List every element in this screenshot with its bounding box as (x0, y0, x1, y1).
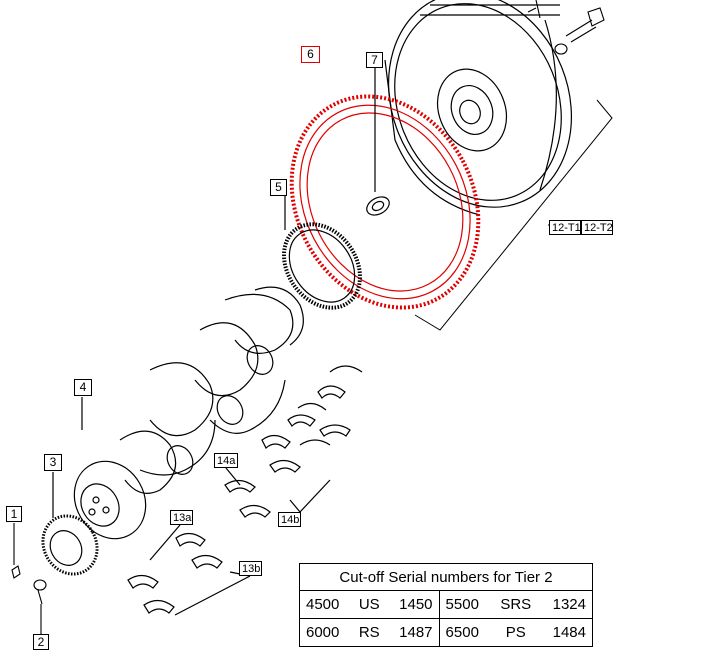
callout-7: 7 (366, 52, 383, 68)
serial-code: SRS (500, 596, 532, 613)
crankshaft (73, 286, 304, 540)
table-row: 4500 US 1450 5500 SRS 1324 (299, 590, 594, 619)
callout-12-t1: 12-T1 (549, 220, 581, 235)
serial-code: PS (505, 624, 526, 641)
serial-number: 1487 (399, 624, 433, 641)
serial-number: 1450 (399, 596, 433, 613)
serial-number: 1324 (552, 596, 586, 613)
table-cell: 5500 SRS 1324 (438, 590, 594, 619)
callout-3: 3 (44, 454, 62, 471)
flywheel-bolt (527, 0, 605, 55)
callout-14b: 14b (278, 512, 301, 527)
callout-6: 6 (301, 46, 320, 63)
pilot-bearing (366, 68, 390, 216)
main-bearings-14 (224, 365, 363, 518)
serial-code: US (358, 596, 380, 613)
flywheel (384, 0, 573, 216)
crankshaft-gear-3 (41, 472, 99, 576)
ring-gear (289, 94, 481, 310)
serial-model: 6000 (306, 624, 340, 641)
rod-bearings-13 (127, 524, 251, 616)
serial-number: 1484 (552, 624, 586, 641)
serial-cutoff-table: Cut-off Serial numbers for Tier 2 4500 U… (299, 563, 594, 647)
serial-model: 5500 (445, 596, 479, 613)
table-row: 6000 RS 1487 6500 PS 1484 (299, 618, 594, 647)
table-cell: 6000 RS 1487 (299, 618, 440, 647)
flywheel-bracket-line (414, 99, 613, 331)
callout-4: 4 (74, 379, 92, 396)
table-cell: 4500 US 1450 (299, 590, 440, 619)
serial-code: RS (358, 624, 380, 641)
timing-gear-5 (282, 196, 362, 310)
table-title: Cut-off Serial numbers for Tier 2 (299, 563, 593, 591)
callout-14a: 14a (214, 453, 238, 468)
serial-model: 6500 (445, 624, 479, 641)
callout-5: 5 (270, 179, 287, 196)
callout-12-t2: 12-T2 (581, 220, 613, 235)
serial-model: 4500 (306, 596, 340, 613)
callout-13a: 13a (170, 510, 193, 525)
callout-1: 1 (6, 506, 22, 522)
callout-13b: 13b (239, 561, 262, 576)
table-cell: 6500 PS 1484 (438, 618, 594, 647)
callout-2: 2 (33, 634, 49, 650)
pin-and-bolt (11, 523, 47, 634)
